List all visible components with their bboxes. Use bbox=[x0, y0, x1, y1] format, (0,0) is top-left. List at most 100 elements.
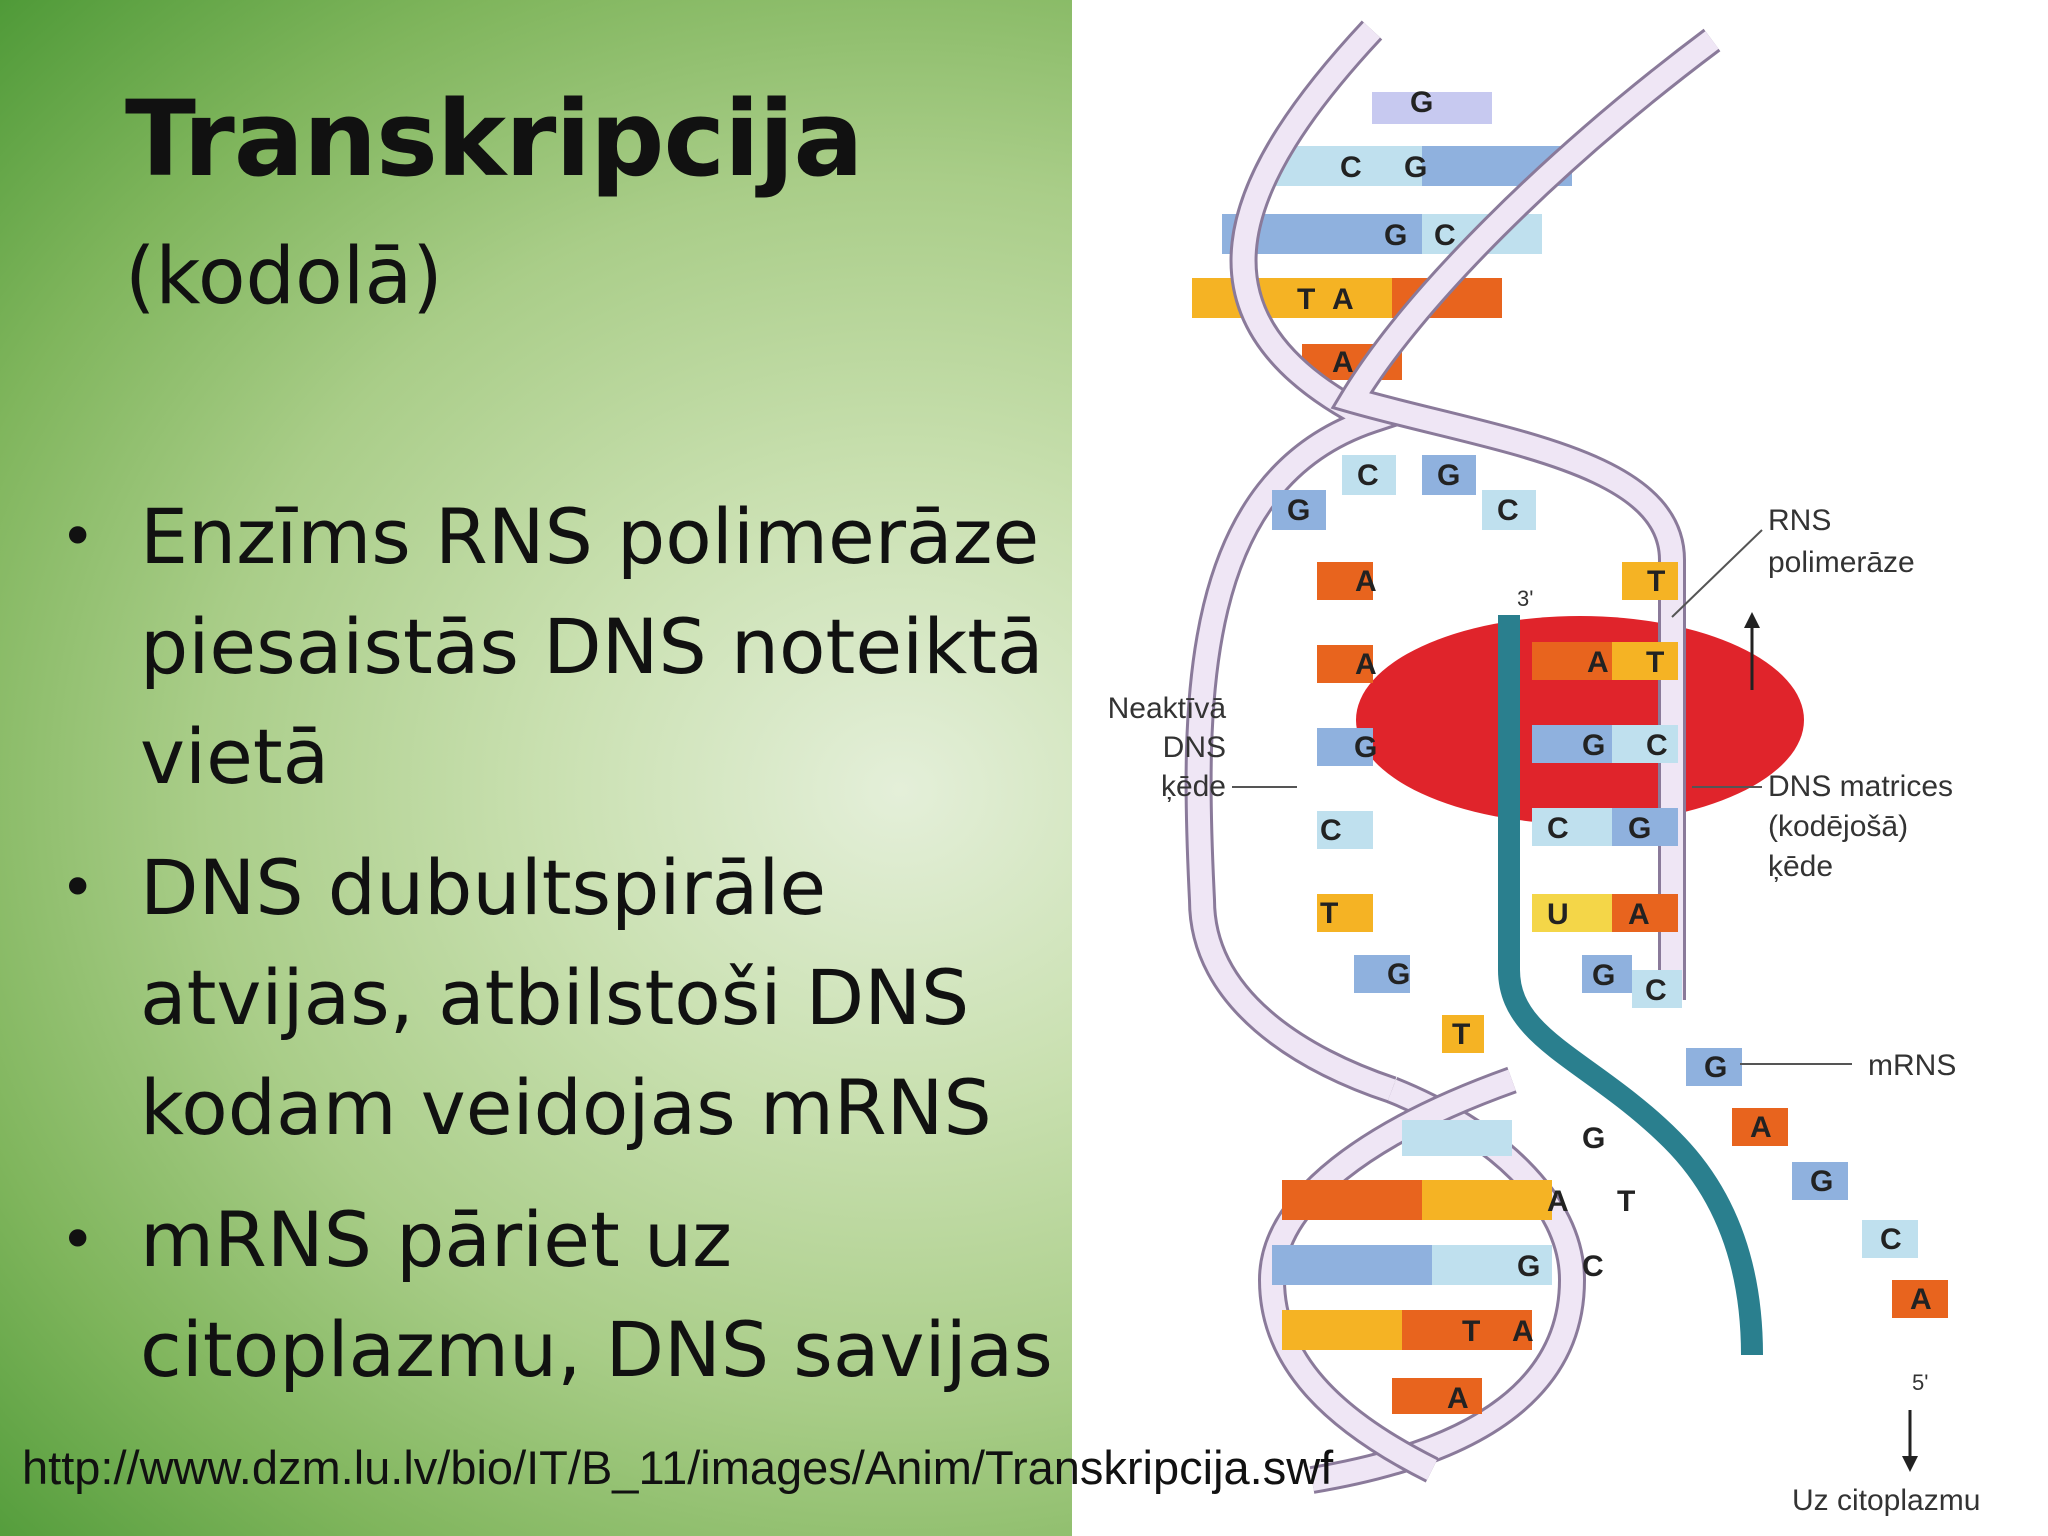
base-label: G bbox=[1387, 958, 1410, 991]
rna-base bbox=[1532, 808, 1612, 846]
label-matrices-kede: ķēde bbox=[1768, 850, 1833, 883]
bullet-symbol: • bbox=[60, 853, 96, 923]
base-label: C bbox=[1320, 814, 1342, 847]
slide-subtitle: (kodolā) bbox=[125, 232, 443, 322]
free-base bbox=[1317, 728, 1373, 766]
label-rns: RNS bbox=[1768, 504, 1831, 537]
base-label: C bbox=[1340, 151, 1362, 184]
rna-base bbox=[1532, 894, 1612, 932]
bottom-rung bbox=[1282, 1310, 1402, 1350]
bottom-rung bbox=[1402, 1120, 1512, 1156]
base-label: G bbox=[1704, 1051, 1727, 1084]
base-label: G bbox=[1582, 1122, 1605, 1155]
base-label: A bbox=[1332, 346, 1354, 379]
base-label: C bbox=[1434, 219, 1456, 252]
label-matrices: DNS matrices bbox=[1768, 770, 1953, 803]
base-label: C bbox=[1646, 729, 1668, 762]
free-base bbox=[1354, 955, 1410, 993]
dna-base bbox=[1612, 808, 1678, 846]
label-kodejosa: (kodējošā) bbox=[1768, 810, 1908, 843]
base-label: G bbox=[1517, 1250, 1540, 1283]
bottom-rung bbox=[1282, 1180, 1422, 1220]
slide-title: Transkripcija bbox=[125, 78, 864, 200]
mrna-base bbox=[1732, 1108, 1788, 1146]
base-label: G bbox=[1404, 151, 1427, 184]
base-label: A bbox=[1750, 1111, 1772, 1144]
dna-strand-backbone-fill bbox=[1335, 31, 1719, 1000]
slide-text-panel bbox=[0, 0, 1072, 1536]
dna-base bbox=[1612, 642, 1678, 680]
base-label: G bbox=[1582, 729, 1605, 762]
base-label: U bbox=[1547, 898, 1569, 931]
dna-base bbox=[1632, 970, 1682, 1008]
base-label: G bbox=[1437, 459, 1460, 492]
bullet-symbol: • bbox=[60, 1205, 96, 1275]
mrna-base bbox=[1862, 1220, 1918, 1258]
base-label: G bbox=[1354, 731, 1377, 764]
free-base bbox=[1482, 490, 1536, 530]
base-label: T bbox=[1297, 283, 1315, 316]
bullet-text: Enzīms RNS polimerāze piesaistās DNS not… bbox=[140, 492, 1044, 801]
base-label: C bbox=[1547, 812, 1569, 845]
base-label: G bbox=[1287, 494, 1310, 527]
rna-base bbox=[1532, 725, 1612, 763]
bullet-text: DNS dubultspirāle atvijas, atbilstoši DN… bbox=[140, 843, 992, 1152]
bullet-symbol: • bbox=[60, 502, 96, 572]
dna-base bbox=[1612, 725, 1678, 763]
free-base bbox=[1317, 645, 1373, 683]
label-5-prime: 5' bbox=[1912, 1370, 1928, 1395]
base-label: A bbox=[1355, 648, 1377, 681]
down-arrowhead bbox=[1902, 1456, 1918, 1472]
base-label: T bbox=[1452, 1018, 1470, 1051]
label-neaktiva-kede: ķēde bbox=[1161, 770, 1226, 803]
top-rung bbox=[1192, 278, 1392, 318]
inactive-strand-backbone-fill bbox=[1187, 22, 1401, 1101]
up-arrowhead bbox=[1744, 612, 1760, 628]
free-base bbox=[1317, 811, 1373, 849]
top-rung bbox=[1372, 92, 1492, 124]
rns-polimeraze-enzyme bbox=[1356, 616, 1804, 824]
dna-base bbox=[1612, 894, 1678, 932]
base-label: C bbox=[1357, 459, 1379, 492]
bottom-rung bbox=[1422, 1180, 1552, 1220]
top-rung bbox=[1272, 146, 1422, 186]
free-base bbox=[1442, 1015, 1484, 1053]
base-label: T bbox=[1462, 1315, 1480, 1348]
base-label: G bbox=[1810, 1165, 1833, 1198]
label-3-prime: 3' bbox=[1517, 586, 1533, 611]
source-link[interactable]: http://www.dzm.lu.lv/bio/IT/B_11/images/… bbox=[22, 1441, 1334, 1494]
bottom-rung bbox=[1432, 1245, 1552, 1285]
base-label: G bbox=[1410, 86, 1433, 119]
mrna-base bbox=[1892, 1280, 1948, 1318]
bottom-rung bbox=[1392, 1378, 1482, 1414]
transcription-diagram: G C G G C T A A G C G C A A G C T bbox=[1108, 20, 1980, 1517]
bottom-rung bbox=[1402, 1310, 1532, 1350]
base-label: T bbox=[1647, 565, 1665, 598]
free-base bbox=[1422, 455, 1476, 495]
template-strand bbox=[1498, 615, 1763, 1356]
inactive-strand-bases: A A G C T G T bbox=[1317, 562, 1484, 1053]
base-label: C bbox=[1880, 1223, 1902, 1256]
mrna-base bbox=[1792, 1162, 1848, 1200]
free-base bbox=[1317, 562, 1373, 600]
free-base bbox=[1317, 894, 1373, 932]
free-base bbox=[1272, 490, 1326, 530]
label-polimeraze: polimerāze bbox=[1768, 546, 1915, 579]
base-label: A bbox=[1332, 283, 1354, 316]
base-label: A bbox=[1587, 646, 1609, 679]
label-uz-citoplazmu: Uz citoplazmu bbox=[1792, 1484, 1980, 1517]
free-base bbox=[1342, 455, 1396, 495]
free-base bbox=[1622, 562, 1678, 600]
label-mrns: mRNS bbox=[1868, 1049, 1956, 1082]
template-pairs: A T G C C G U A G C bbox=[1532, 642, 1682, 1008]
base-label: C bbox=[1497, 494, 1519, 527]
base-label: A bbox=[1628, 898, 1650, 931]
base-label: T bbox=[1617, 1185, 1635, 1218]
bullet-text: mRNS pāriet uz citoplazmu, DNS savijas bbox=[140, 1195, 1053, 1394]
label-neaktiva-dns: DNS bbox=[1163, 731, 1226, 764]
rna-base bbox=[1532, 642, 1612, 680]
leader-line bbox=[1671, 529, 1763, 618]
rna-base bbox=[1582, 955, 1632, 993]
base-label: T bbox=[1320, 897, 1338, 930]
base-label: A bbox=[1355, 565, 1377, 598]
